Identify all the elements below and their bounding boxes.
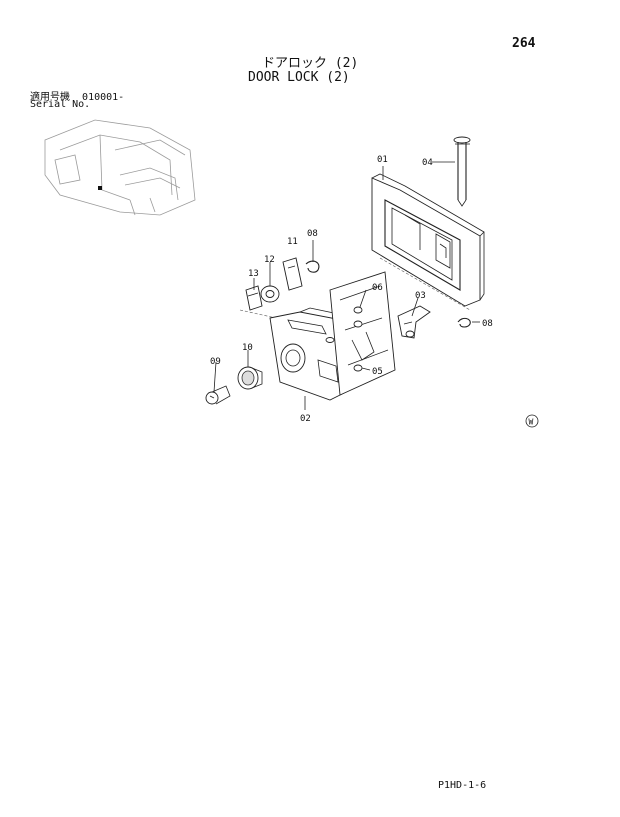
serial-value: 010001-: [82, 92, 125, 103]
callout-06: 06: [372, 283, 383, 293]
part-09-key-cylinder: [205, 385, 231, 405]
callout-08-lower: 08: [482, 319, 493, 329]
part-03-latch: [397, 305, 431, 339]
machine-locator-thumbnail: [44, 119, 196, 216]
part-02-lock-housing: [269, 307, 357, 401]
title-japanese: ドアロック (2): [262, 56, 359, 71]
serial-line-japanese: 適用号機 010001-: [30, 88, 124, 103]
page-number: 264: [512, 36, 536, 51]
callout-08-upper: 08: [307, 229, 318, 239]
callout-04: 04: [422, 158, 433, 168]
title-english: DOOR LOCK (2): [248, 70, 350, 85]
part-11-plate: [282, 257, 303, 291]
callout-05: 05: [372, 367, 383, 377]
leader-lines: [213, 161, 480, 410]
callout-03: 03: [415, 291, 426, 301]
callout-01: 01: [377, 155, 388, 165]
serial-label-english: Serial No.: [30, 99, 91, 110]
part-12-washer: [260, 285, 280, 303]
callout-10: 10: [242, 343, 253, 353]
callout-12: 12: [264, 255, 275, 265]
part-04-rod: [453, 136, 471, 207]
callout-02: 02: [300, 414, 311, 424]
part-10-nut: [237, 366, 263, 390]
serial-label-japanese: 適用号機: [30, 92, 70, 103]
callout-13: 13: [248, 269, 259, 279]
footer-code: P1HD-1-6: [438, 780, 487, 791]
callout-09: 09: [210, 357, 221, 367]
part-05-screw: [353, 364, 363, 372]
part-08-clip-lower: [457, 317, 471, 328]
location-marker: [98, 186, 102, 190]
part-08-clip-upper: [305, 260, 320, 273]
marker-letter: W: [529, 418, 534, 427]
circled-w-marker: W: [525, 414, 539, 428]
part-01-box-frame: [371, 173, 485, 307]
part-06-screws: [353, 306, 363, 328]
part-lock-plate: [329, 271, 396, 396]
callout-11: 11: [287, 237, 298, 247]
